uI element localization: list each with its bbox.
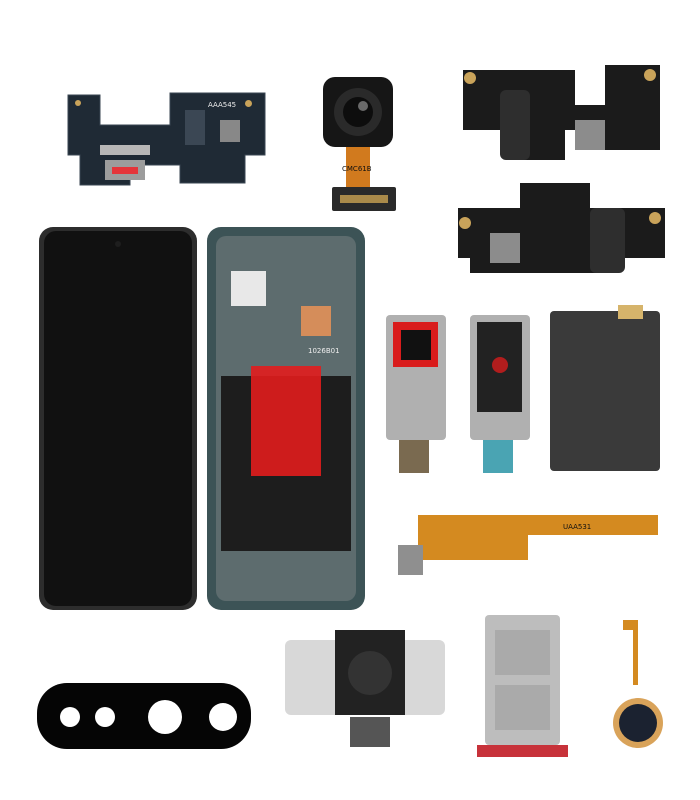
charging-board-upper (463, 65, 660, 160)
main-camera-module (386, 315, 446, 473)
fingerprint-sensor (613, 620, 663, 748)
front-camera-module: CMC61B (323, 77, 396, 211)
secondary-camera-module (470, 315, 530, 473)
sub-board-top-left: AAA545 (67, 92, 266, 186)
frame-label: 1026B01 (308, 347, 340, 355)
rear-camera-module (285, 630, 445, 747)
battery (550, 305, 660, 471)
board-label: AAA545 (208, 101, 236, 109)
flex-label: UAA531 (563, 523, 591, 531)
sim-tray (477, 615, 568, 757)
camera-label: CMC61B (342, 165, 372, 173)
charging-board-lower (458, 183, 665, 273)
flex-cable: UAA531 (398, 515, 658, 575)
middle-frame: 1026B01 (207, 227, 365, 610)
camera-lens-cover (37, 683, 251, 749)
display-assembly (39, 227, 197, 610)
